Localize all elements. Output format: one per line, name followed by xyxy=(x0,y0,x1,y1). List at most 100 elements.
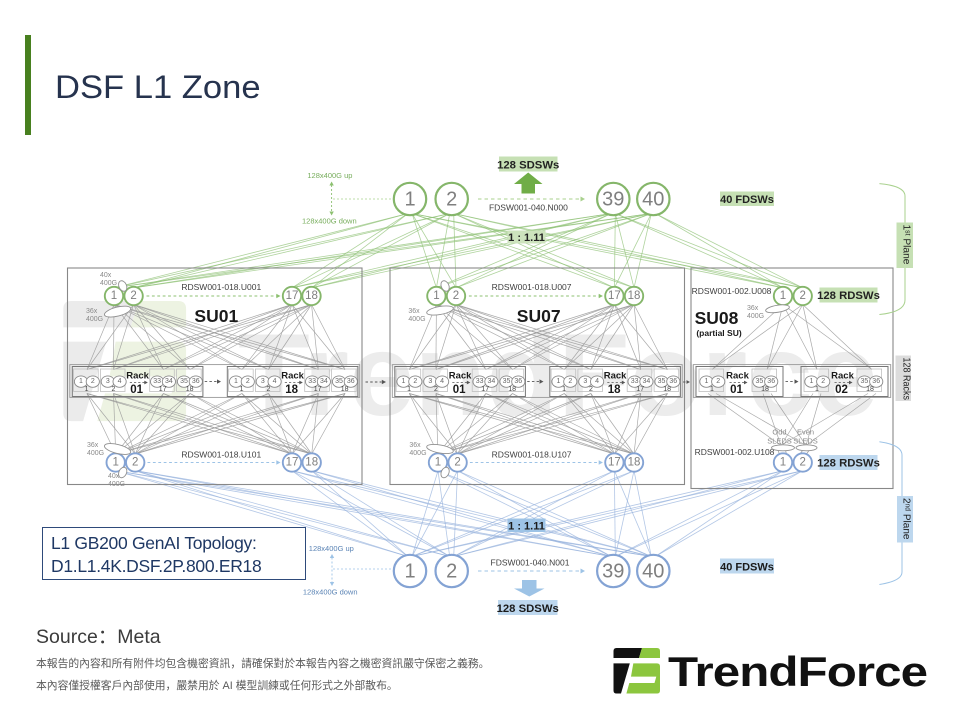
svg-text:2: 2 xyxy=(799,457,805,469)
svg-text:18: 18 xyxy=(285,384,298,396)
svg-text:1: 1 xyxy=(111,290,117,302)
svg-text:33: 33 xyxy=(631,378,639,385)
svg-text:2: 2 xyxy=(568,378,572,385)
svg-text:36: 36 xyxy=(514,378,522,385)
svg-text:01: 01 xyxy=(730,384,743,396)
svg-text:2: 2 xyxy=(434,386,438,393)
svg-text:18: 18 xyxy=(305,290,318,302)
svg-text:Odd: Odd xyxy=(772,428,786,437)
svg-text:36x: 36x xyxy=(86,308,98,315)
svg-text:35: 35 xyxy=(335,378,343,385)
svg-text:2: 2 xyxy=(413,378,417,385)
svg-text:18: 18 xyxy=(186,386,194,393)
svg-text:2: 2 xyxy=(246,378,250,385)
svg-text:36x: 36x xyxy=(87,442,99,449)
svg-text:128 RDSWs: 128 RDSWs xyxy=(817,458,880,470)
svg-text:36x: 36x xyxy=(408,308,420,315)
svg-text:18: 18 xyxy=(628,290,641,302)
svg-text:33: 33 xyxy=(153,378,161,385)
svg-text:128 RDSWs: 128 RDSWs xyxy=(817,290,880,302)
svg-text:400G: 400G xyxy=(409,450,426,457)
svg-text:RDSW001-018.U107: RDSW001-018.U107 xyxy=(492,449,572,459)
svg-text:2: 2 xyxy=(821,378,825,385)
svg-text:128 SDSWs: 128 SDSWs xyxy=(497,603,559,615)
svg-text:RDSW001-018.U001: RDSW001-018.U001 xyxy=(181,282,261,292)
svg-text:1: 1 xyxy=(780,290,786,302)
svg-text:35: 35 xyxy=(503,378,511,385)
svg-text:33: 33 xyxy=(308,378,316,385)
svg-text:17: 17 xyxy=(636,386,644,393)
svg-text:01: 01 xyxy=(453,384,466,396)
svg-text:Even: Even xyxy=(797,428,814,437)
svg-text:Rack: Rack xyxy=(126,370,149,381)
svg-text:35: 35 xyxy=(756,378,764,385)
svg-text:Rack: Rack xyxy=(604,370,627,381)
svg-text:400G: 400G xyxy=(86,316,103,323)
svg-text:2: 2 xyxy=(111,386,115,393)
svg-text:SU08: SU08 xyxy=(695,308,739,328)
svg-text:2: 2 xyxy=(454,457,460,469)
svg-text:18: 18 xyxy=(663,386,671,393)
svg-text:1: 1 xyxy=(809,378,813,385)
svg-text:RDSW001-018.U007: RDSW001-018.U007 xyxy=(492,282,572,292)
svg-text:128x400G down: 128x400G down xyxy=(302,217,357,226)
svg-text:1: 1 xyxy=(407,386,411,393)
svg-text:40: 40 xyxy=(642,189,664,211)
svg-text:3: 3 xyxy=(583,378,587,385)
svg-text:35: 35 xyxy=(658,378,666,385)
svg-text:02: 02 xyxy=(835,384,848,396)
svg-text:RDSW001-002.U108: RDSW001-002.U108 xyxy=(695,447,775,457)
svg-text:18: 18 xyxy=(761,386,769,393)
svg-text:40 FDSWs: 40 FDSWs xyxy=(720,561,774,573)
svg-text:40x: 40x xyxy=(100,272,112,279)
svg-text:FDSW001-040.N001: FDSW001-040.N001 xyxy=(491,558,570,568)
svg-text:18: 18 xyxy=(305,457,318,469)
svg-text:36: 36 xyxy=(192,378,200,385)
svg-text:17: 17 xyxy=(286,457,299,469)
svg-text:1: 1 xyxy=(435,457,441,469)
svg-text:Rack: Rack xyxy=(831,370,854,381)
svg-text:2: 2 xyxy=(266,386,270,393)
svg-text:SU07: SU07 xyxy=(517,306,561,326)
svg-text:1: 1 xyxy=(234,378,238,385)
svg-text:SLEDS: SLEDS xyxy=(767,437,792,446)
svg-text:2: 2 xyxy=(446,561,457,583)
svg-text:(partial SU): (partial SU) xyxy=(696,328,742,338)
svg-text:Rack: Rack xyxy=(281,370,304,381)
svg-text:1: 1 xyxy=(562,386,566,393)
svg-text:128x400G up: 128x400G up xyxy=(309,544,354,553)
svg-text:Rack: Rack xyxy=(449,370,472,381)
svg-text:17: 17 xyxy=(481,386,489,393)
svg-text:40x: 40x xyxy=(108,473,120,480)
svg-text:1: 1 xyxy=(557,378,561,385)
svg-text:128 Racks: 128 Racks xyxy=(900,358,912,401)
svg-text:34: 34 xyxy=(320,378,328,385)
svg-text:2: 2 xyxy=(132,457,138,469)
svg-text:40: 40 xyxy=(642,561,664,583)
svg-text:3: 3 xyxy=(261,378,265,385)
svg-text:40 FDSWs: 40 FDSWs xyxy=(720,194,774,206)
svg-text:36: 36 xyxy=(669,378,677,385)
svg-text:36: 36 xyxy=(767,378,775,385)
svg-text:35: 35 xyxy=(861,378,869,385)
svg-text:1: 1 xyxy=(85,386,89,393)
svg-text:01: 01 xyxy=(130,384,143,396)
svg-text:128x400G up: 128x400G up xyxy=(307,171,352,180)
svg-text:34: 34 xyxy=(488,378,496,385)
svg-text:4: 4 xyxy=(118,378,122,385)
svg-text:2: 2 xyxy=(589,386,593,393)
svg-text:17: 17 xyxy=(608,457,621,469)
svg-text:4: 4 xyxy=(440,378,444,385)
svg-text:1 : 1.11: 1 : 1.11 xyxy=(508,232,545,244)
svg-text:RDSW001-002.U008: RDSW001-002.U008 xyxy=(692,286,772,296)
svg-text:17: 17 xyxy=(608,290,621,302)
svg-text:34: 34 xyxy=(165,378,173,385)
svg-text:2: 2 xyxy=(91,378,95,385)
svg-text:18: 18 xyxy=(341,386,349,393)
svg-text:1: 1 xyxy=(79,378,83,385)
svg-text:128 SDSWs: 128 SDSWs xyxy=(497,159,559,171)
svg-text:36x: 36x xyxy=(409,442,421,449)
svg-text:2: 2 xyxy=(716,378,720,385)
svg-text:RDSW001-018.U101: RDSW001-018.U101 xyxy=(181,449,261,459)
svg-text:1: 1 xyxy=(433,290,439,302)
